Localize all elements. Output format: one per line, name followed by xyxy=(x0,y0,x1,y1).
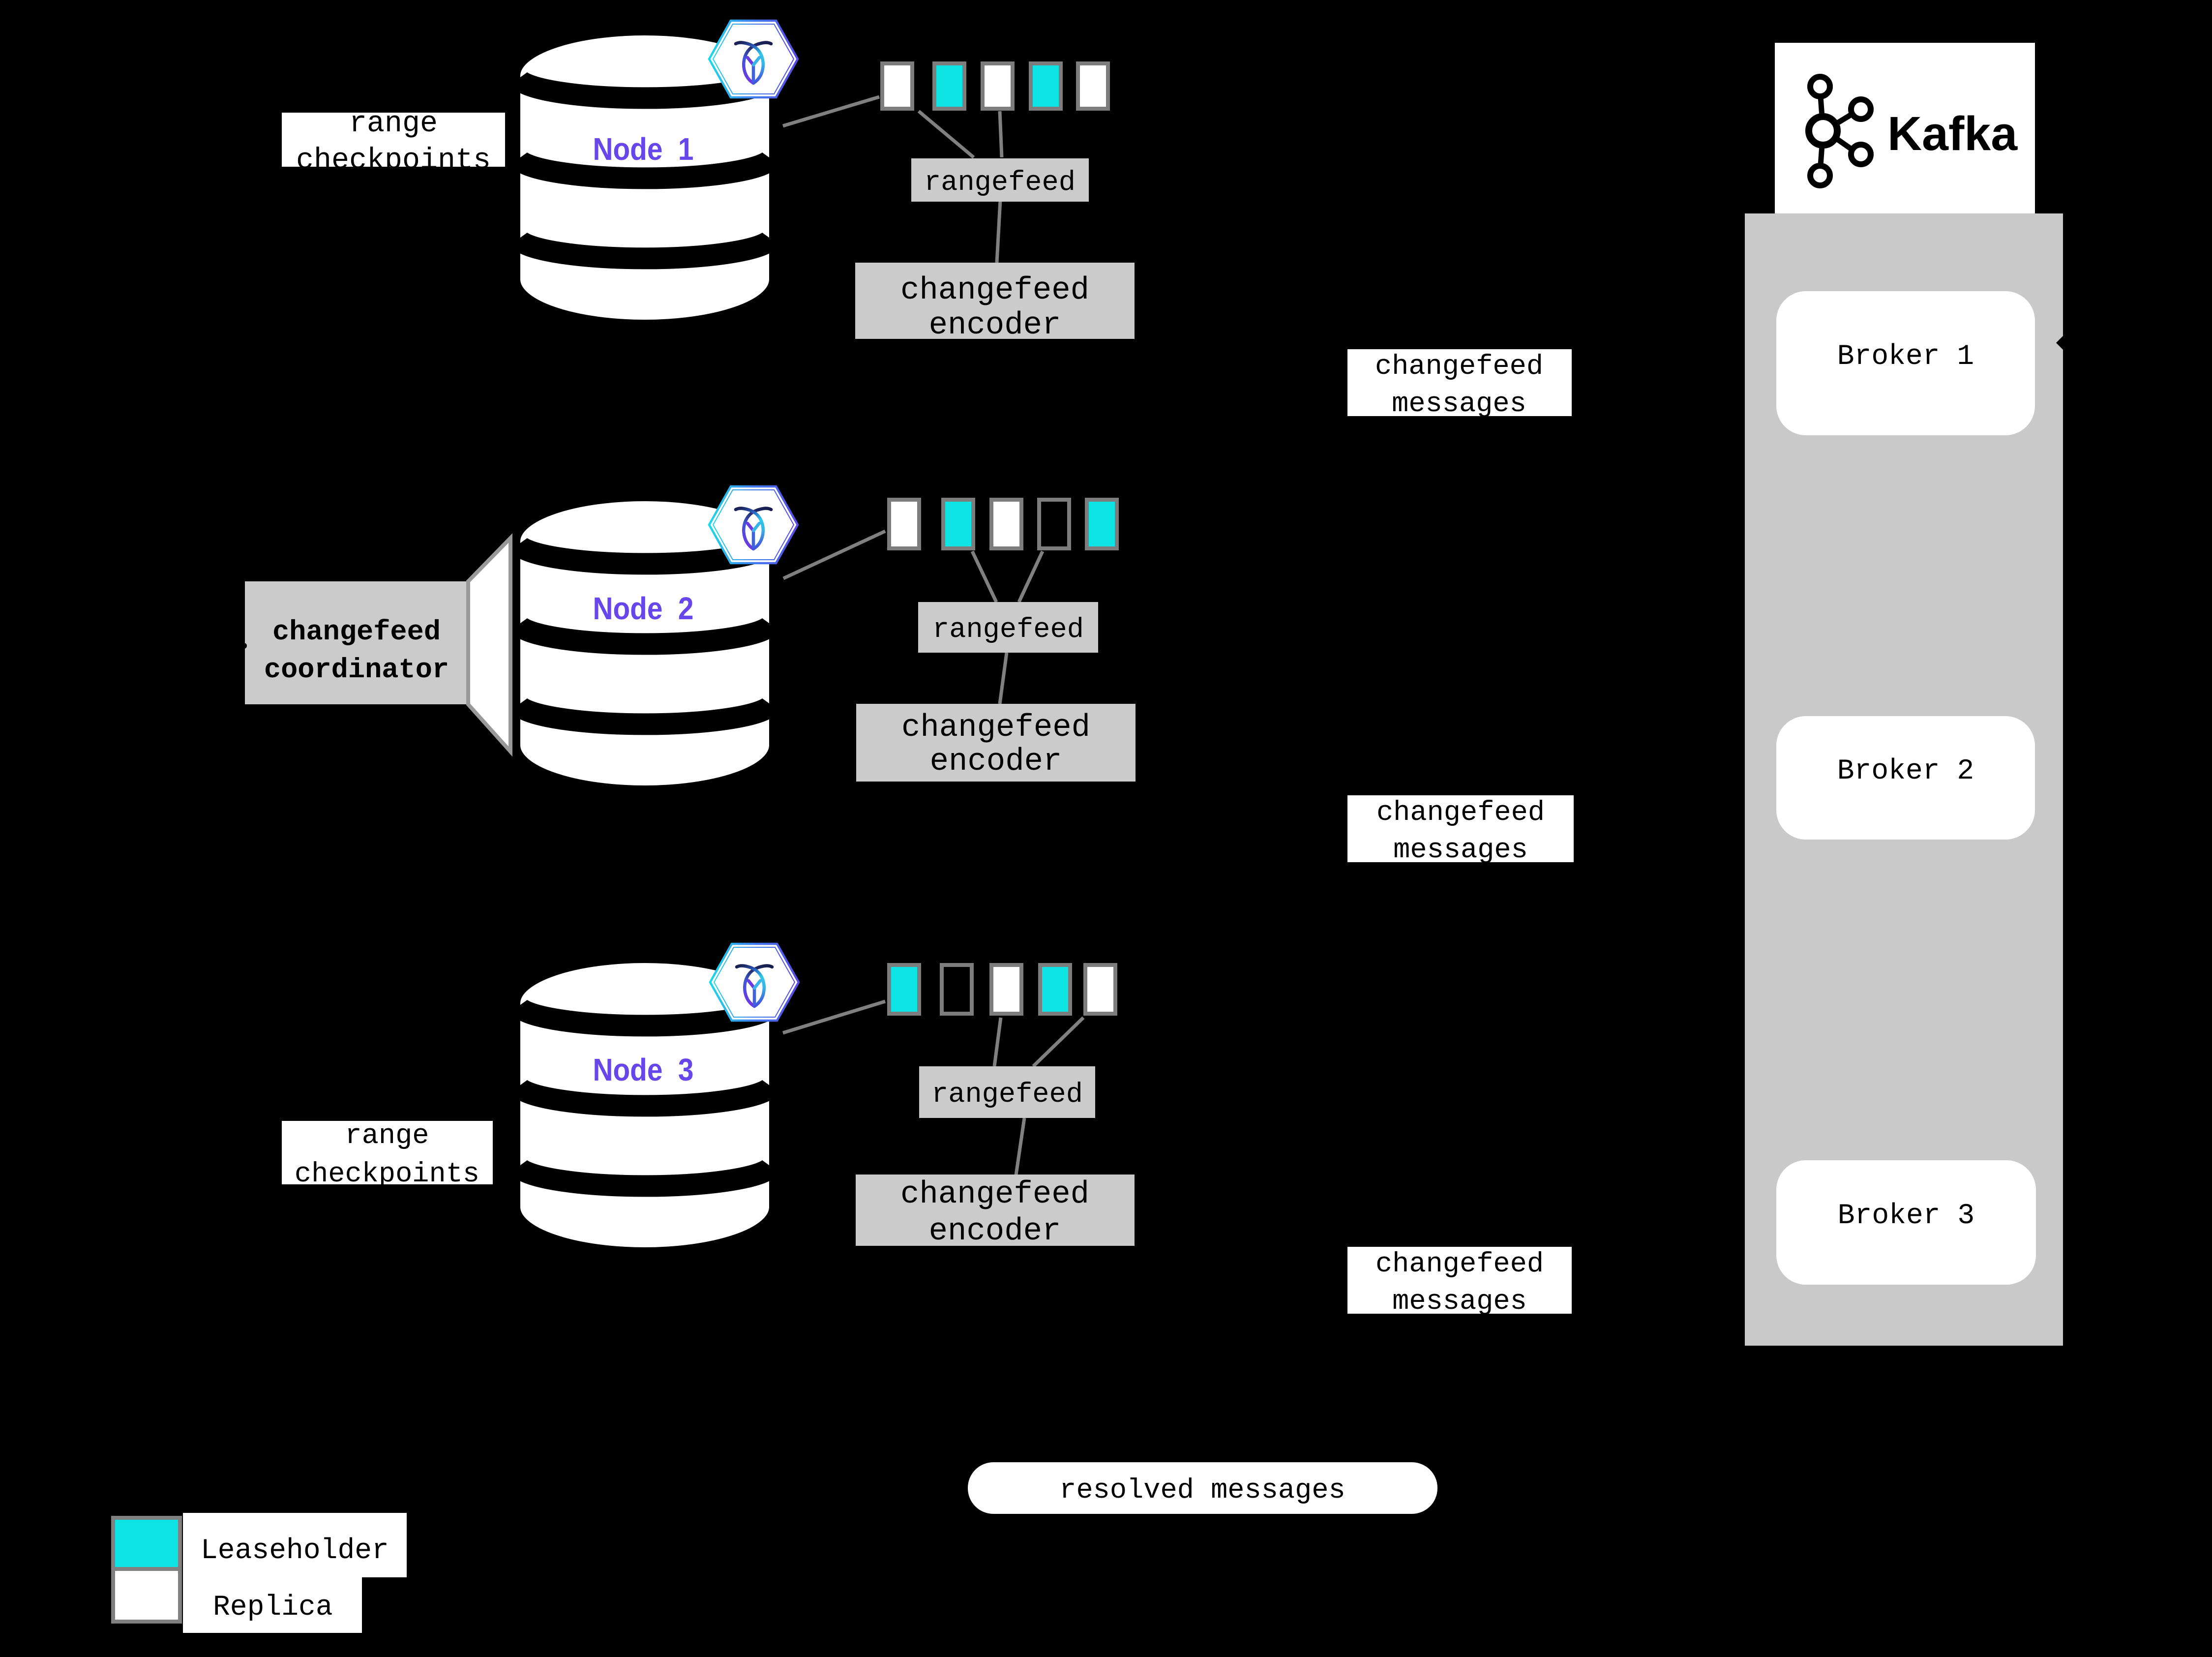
svg-text:range: range xyxy=(349,107,438,141)
svg-text:encoder: encoder xyxy=(929,1214,1061,1249)
svg-text:Node 1: Node 1 xyxy=(593,131,694,167)
svg-text:range: range xyxy=(345,1120,429,1152)
svg-text:Node 2: Node 2 xyxy=(593,591,694,626)
svg-text:Broker 2: Broker 2 xyxy=(1837,755,1974,787)
svg-text:changefeed: changefeed xyxy=(900,273,1089,308)
svg-text:resolved messages: resolved messages xyxy=(1059,1475,1345,1506)
svg-text:checkpoints: checkpoints xyxy=(296,144,491,178)
svg-text:messages: messages xyxy=(1393,835,1528,866)
svg-text:rangefeed: rangefeed xyxy=(931,1079,1083,1111)
svg-text:Leaseholder: Leaseholder xyxy=(201,1535,389,1567)
svg-text:changefeed: changefeed xyxy=(1376,797,1545,829)
svg-text:changefeed: changefeed xyxy=(901,710,1090,746)
svg-text:Node 3: Node 3 xyxy=(593,1052,694,1087)
svg-text:checkpoints: checkpoints xyxy=(295,1159,479,1190)
svg-text:Broker 1: Broker 1 xyxy=(1837,341,1974,373)
svg-text:encoder: encoder xyxy=(929,308,1061,343)
svg-text:Broker 3: Broker 3 xyxy=(1838,1200,1974,1232)
svg-text:Replica: Replica xyxy=(213,1592,333,1624)
svg-text:changefeed: changefeed xyxy=(272,617,441,648)
svg-text:changefeed: changefeed xyxy=(1375,351,1543,383)
svg-text:rangefeed: rangefeed xyxy=(932,614,1084,646)
svg-text:messages: messages xyxy=(1392,1286,1527,1318)
svg-text:Kafka: Kafka xyxy=(1887,107,2018,160)
svg-text:changefeed: changefeed xyxy=(900,1177,1089,1212)
svg-text:rangefeed: rangefeed xyxy=(924,167,1076,199)
svg-text:coordinator: coordinator xyxy=(264,655,449,686)
svg-text:encoder: encoder xyxy=(930,744,1062,780)
svg-text:changefeed: changefeed xyxy=(1375,1249,1544,1280)
svg-text:messages: messages xyxy=(1392,389,1526,420)
